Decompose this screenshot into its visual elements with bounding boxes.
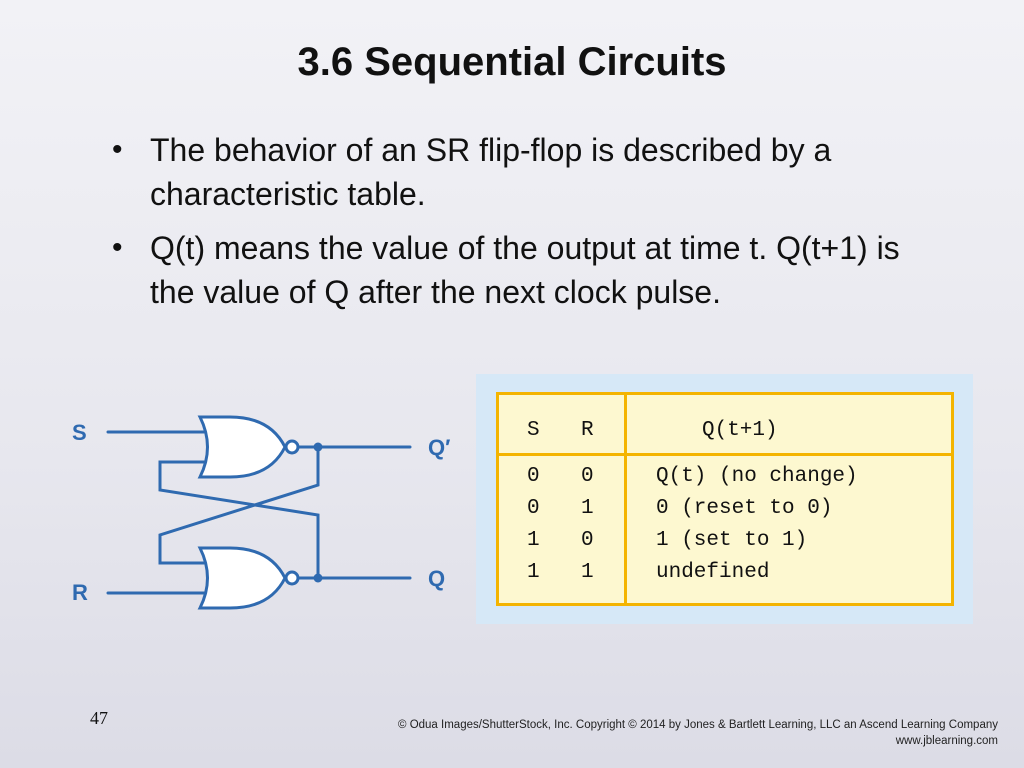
cell-q-next: undefined: [656, 561, 770, 584]
wire-feedback-q: [158, 460, 320, 580]
cell-s: 0: [527, 497, 540, 520]
slide-title: 3.6 Sequential Circuits: [297, 40, 727, 84]
nor-bubble-bottom: [284, 570, 300, 586]
nor-gate-top: [197, 415, 287, 479]
nor-bubble-top: [284, 439, 300, 455]
table-divider-vertical: [624, 395, 627, 603]
header-q-next: Q(t+1): [702, 419, 778, 442]
wire-feedback-q-prime: [158, 445, 320, 565]
page-number: 47: [90, 708, 108, 728]
cell-r: 1: [581, 561, 594, 584]
header-s: S: [527, 419, 540, 442]
cell-r: 1: [581, 497, 594, 520]
cell-q-next: 1 (set to 1): [656, 529, 808, 552]
cell-s: 1: [527, 561, 540, 584]
cell-r: 0: [581, 465, 594, 488]
header-r: R: [581, 419, 594, 442]
bullet-list: • The behavior of an SR flip-flop is des…: [112, 128, 932, 324]
bullet-text: The behavior of an SR flip-flop is descr…: [150, 132, 832, 212]
cell-s: 1: [527, 529, 540, 552]
table-divider-horizontal: [499, 453, 951, 456]
bullet-item: • The behavior of an SR flip-flop is des…: [112, 128, 932, 216]
sr-flip-flop-diagram: S R Q′ Q: [72, 415, 450, 610]
nor-gate-bottom: [197, 546, 287, 610]
cell-q-next: Q(t) (no change): [656, 465, 858, 488]
cell-s: 0: [527, 465, 540, 488]
bullet-marker: •: [112, 231, 123, 264]
bullet-marker: •: [112, 133, 123, 166]
characteristic-table: S R Q(t+1) 0 0 Q(t) (no change) 0 1 0 (r…: [496, 392, 954, 606]
cell-r: 0: [581, 529, 594, 552]
bullet-text: Q(t) means the value of the output at ti…: [150, 230, 900, 310]
label-q: Q: [428, 566, 445, 591]
label-s: S: [72, 420, 87, 445]
copyright-line: © Odua Images/ShutterStock, Inc. Copyrig…: [398, 719, 998, 731]
label-r: R: [72, 580, 88, 605]
label-q-prime: Q′: [428, 435, 450, 460]
copyright-notice: © Odua Images/ShutterStock, Inc. Copyrig…: [398, 717, 998, 749]
cell-q-next: 0 (reset to 0): [656, 497, 833, 520]
bullet-item: • Q(t) means the value of the output at …: [112, 226, 932, 314]
junction-dot-top: [313, 442, 323, 452]
junction-dot-bottom: [313, 573, 323, 583]
publisher-url: www.jblearning.com: [895, 735, 998, 747]
